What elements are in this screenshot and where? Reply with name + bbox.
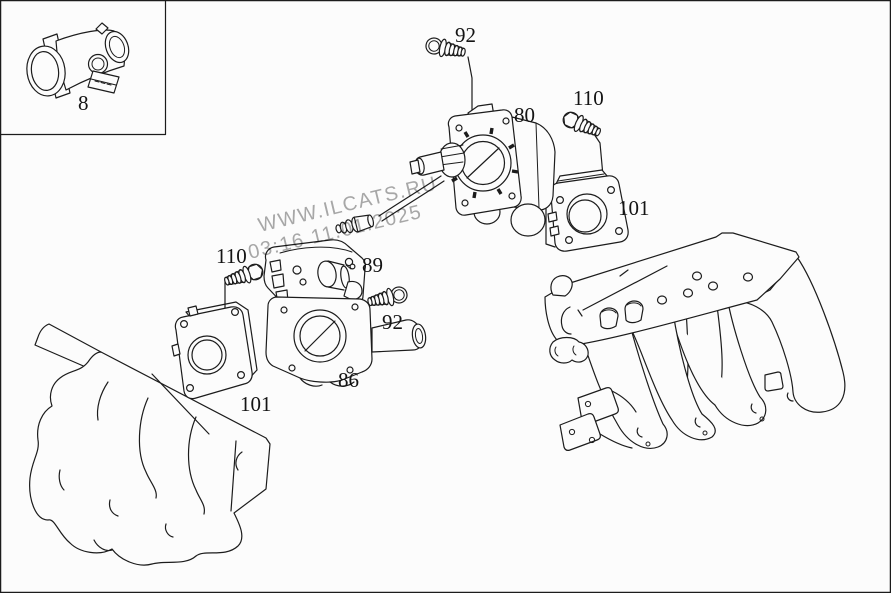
gasket-101-left bbox=[151, 301, 258, 435]
bolt-92-mid bbox=[365, 284, 410, 312]
inset-box-border bbox=[0, 0, 167, 136]
callout-101-left: 101 bbox=[240, 392, 272, 416]
clip-89 bbox=[344, 257, 356, 270]
callout-110-upper-right: 110 bbox=[573, 86, 604, 110]
callout-92-top: 92 bbox=[455, 23, 476, 47]
cable-connector bbox=[335, 214, 375, 234]
gasket-101-right bbox=[545, 133, 629, 252]
callout-8-maf-sensor: 8 bbox=[78, 91, 89, 115]
callout-86-throttle-body: 86 bbox=[338, 368, 359, 392]
callout-110-left: 110 bbox=[216, 244, 247, 268]
bolt-110-upper-right bbox=[559, 108, 604, 142]
intake-manifold-right bbox=[544, 232, 846, 451]
throttle-body-80 bbox=[335, 56, 556, 237]
throttle-body-86 bbox=[263, 239, 427, 387]
callout-80-throttle-body: 80 bbox=[514, 103, 535, 127]
maf-sensor-inset bbox=[0, 0, 167, 136]
callout-89-clip: 89 bbox=[362, 253, 383, 277]
bolt-110-left bbox=[221, 260, 266, 309]
callout-92-mid: 92 bbox=[382, 310, 403, 334]
intake-manifold-left bbox=[29, 323, 271, 566]
callout-101-right: 101 bbox=[618, 196, 650, 220]
